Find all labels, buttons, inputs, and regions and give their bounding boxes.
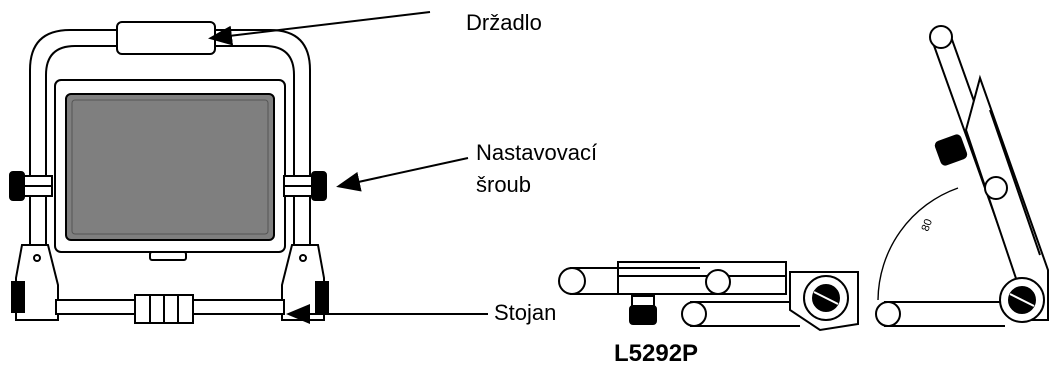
model-number: L5292P <box>614 340 699 367</box>
lamp-lens <box>65 93 275 241</box>
adjust-knob-left <box>9 171 53 201</box>
upright-lamp-body <box>964 74 1049 321</box>
folded-lamp-body <box>617 261 787 295</box>
folded-gland <box>629 305 657 325</box>
angle-arc <box>877 187 959 301</box>
side-view-upright <box>875 25 1049 327</box>
adjust-knob-right <box>283 171 327 201</box>
label-stand: Stojan <box>494 300 557 325</box>
front-view <box>9 21 329 324</box>
handle-grip <box>116 21 216 55</box>
label-adjust-line2: šroub <box>476 172 532 197</box>
stand-leg-left <box>15 244 59 321</box>
angle-mark: 80 <box>920 217 935 233</box>
upright-knob <box>934 134 968 166</box>
adjust-arrow <box>336 157 469 192</box>
label-adjust-line1: Nastavovací <box>476 140 598 165</box>
handle-arrow <box>208 11 431 46</box>
stand-leg-right <box>281 244 325 321</box>
side-view-folded <box>558 261 859 332</box>
label-handle: Držadlo <box>466 10 542 35</box>
callout-arrows <box>208 11 488 324</box>
